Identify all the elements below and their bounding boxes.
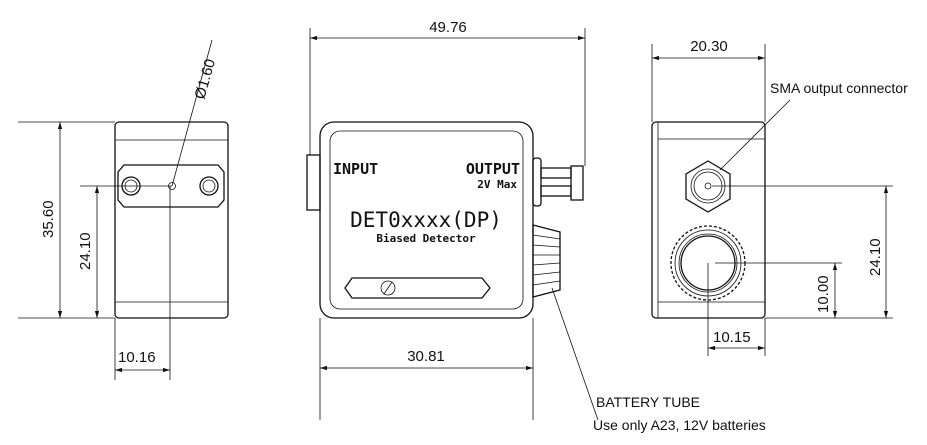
battery-height-dimension: 10.00: [815, 275, 832, 313]
battery-tube-title: BATTERY TUBE: [596, 394, 700, 410]
sma-connector-side: [532, 157, 584, 207]
sma-height-dimension: 24.10: [867, 238, 884, 276]
width-dimension: 20.30: [690, 38, 728, 55]
sma-connector-icon: [685, 160, 731, 213]
input-label: INPUT: [333, 160, 378, 178]
screw-icon: [199, 176, 219, 196]
offset-dimension: 10.16: [118, 349, 156, 366]
body-length-dimension: 30.81: [407, 348, 445, 365]
battery-offset-dimension: 10.15: [713, 329, 751, 346]
battery-tube-knob: [532, 224, 561, 298]
battery-tube-note: Use only A23, 12V batteries: [593, 417, 766, 433]
length-dimension: 49.76: [429, 19, 467, 36]
left-view: Ø1.60 35.60 24.10 10.16: [18, 39, 229, 380]
height-dimension: 35.60: [40, 200, 57, 238]
sma-callout: SMA output connector: [770, 80, 908, 96]
hole-diameter-label: Ø1.60: [192, 57, 220, 101]
label-plate: [344, 277, 491, 299]
model-label: DET0xxxx(DP): [350, 208, 502, 232]
front-view: INPUT OUTPUT 2V Max DET0xxxx(DP) Biased …: [306, 19, 766, 433]
output-max-label: 2V Max: [477, 178, 517, 191]
center-height-dimension: 24.10: [77, 232, 94, 270]
power-switch-icon: [380, 280, 396, 296]
output-label: OUTPUT: [466, 160, 520, 178]
right-view: SMA output connector 20.30 24.10 10.00 1…: [651, 38, 908, 356]
subtitle-label: Biased Detector: [376, 232, 476, 245]
mounting-plate: [117, 164, 225, 208]
